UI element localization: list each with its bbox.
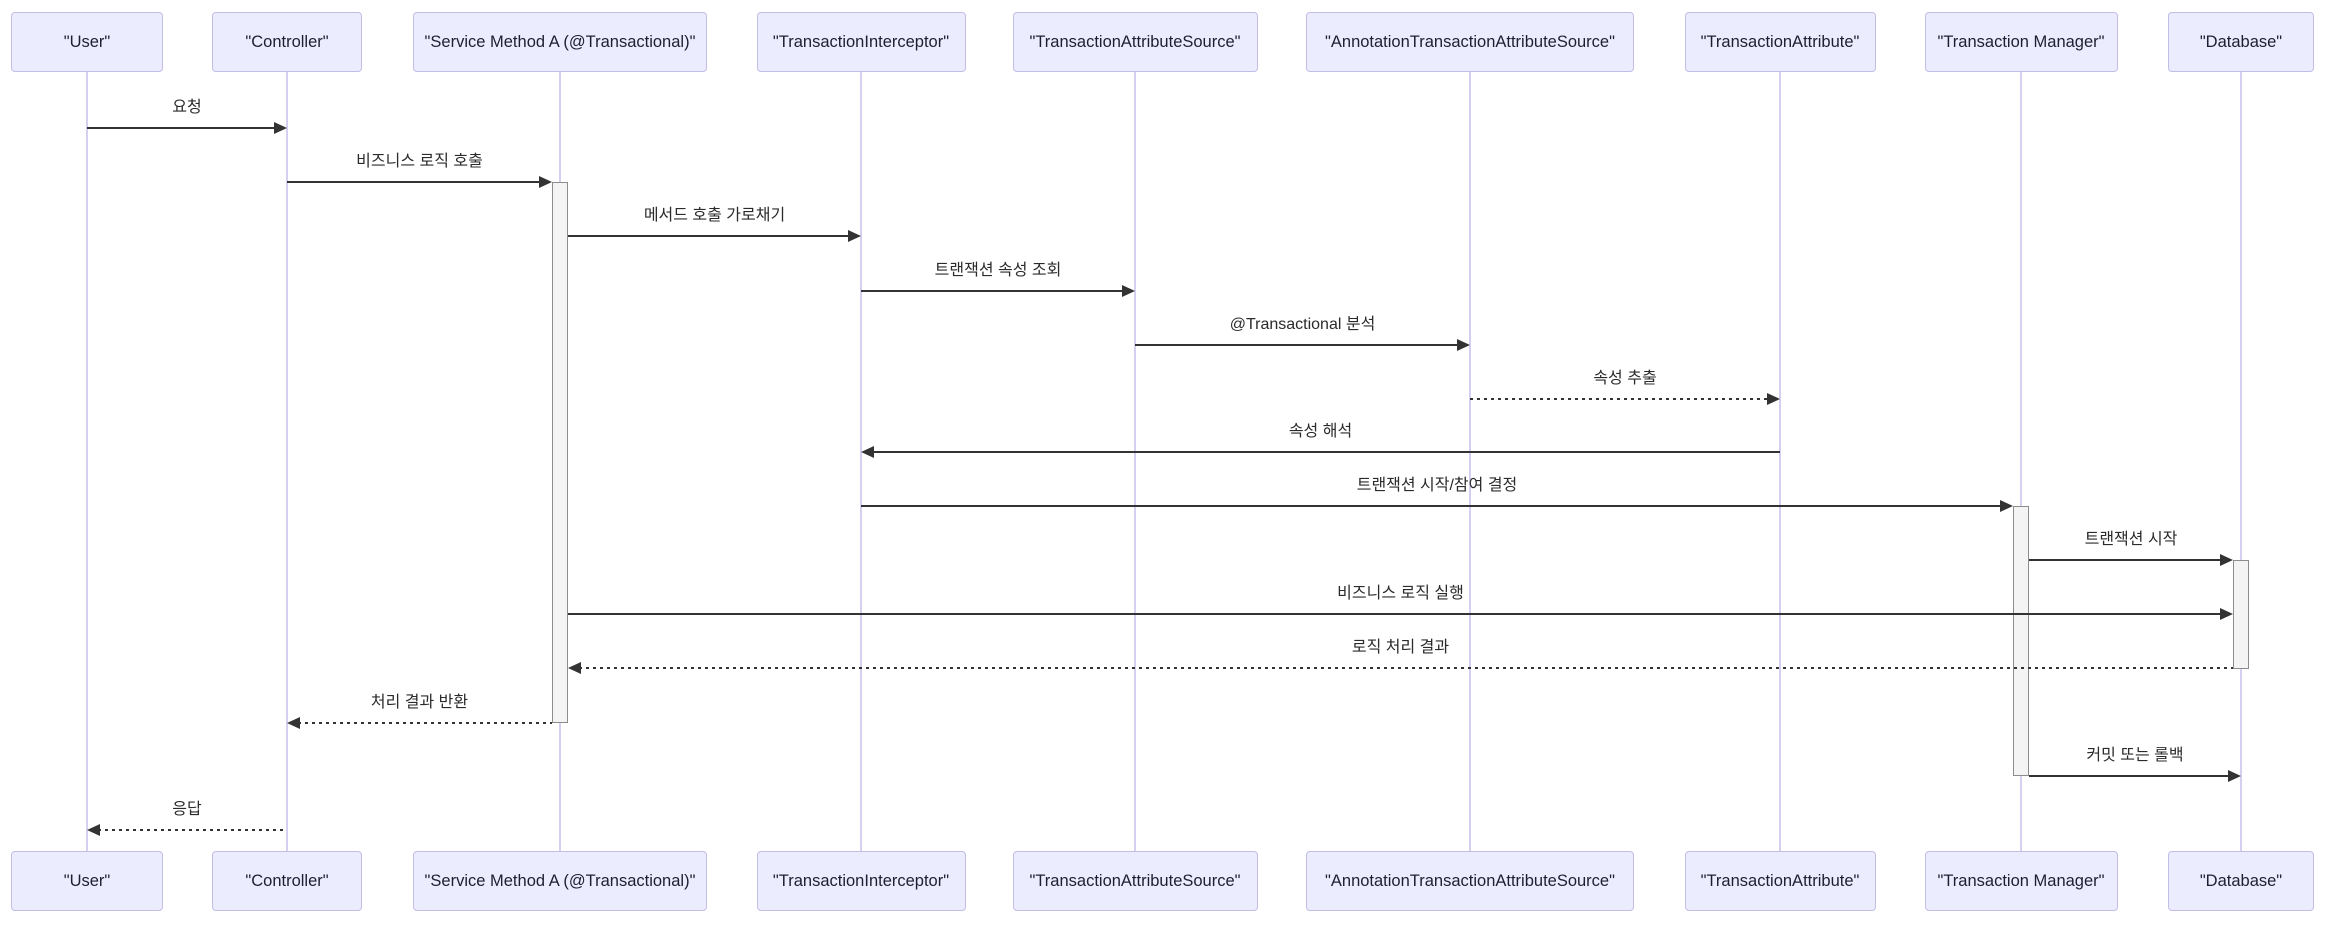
participant-label: "AnnotationTransactionAttributeSource" — [1325, 871, 1615, 890]
message-line-5 — [1470, 398, 1769, 400]
arrowhead-icon-9 — [2220, 608, 2233, 620]
participant-label: "TransactionAttributeSource" — [1029, 32, 1241, 51]
message-label-0: 요청 — [172, 99, 202, 116]
participant-label: "Controller" — [245, 32, 329, 51]
participant-label: "Database" — [2199, 871, 2283, 890]
arrowhead-icon-12 — [2228, 770, 2241, 782]
participant-label: "Service Method A (@Transactional)" — [424, 32, 696, 51]
message-line-0 — [87, 127, 276, 129]
arrowhead-icon-0 — [274, 122, 287, 134]
participant-bottom-atas: "AnnotationTransactionAttributeSource" — [1306, 851, 1634, 911]
participant-label: "TransactionInterceptor" — [772, 32, 950, 51]
activation-bar-1 — [2013, 506, 2029, 776]
arrowhead-icon-10 — [568, 662, 581, 674]
participant-label: "User" — [63, 32, 111, 51]
participant-top-user: "User" — [11, 12, 163, 72]
message-label-4: @Transactional 분석 — [1229, 316, 1376, 333]
message-line-2 — [568, 235, 850, 237]
lifeline-controller — [286, 72, 288, 851]
message-label-6: 속성 해석 — [1288, 423, 1353, 440]
participant-label: "Controller" — [245, 871, 329, 890]
participant-top-ta: "TransactionAttribute" — [1684, 12, 1876, 72]
participant-top-db: "Database" — [2168, 12, 2314, 72]
message-line-12 — [2029, 775, 2230, 777]
participant-label: "User" — [63, 871, 111, 890]
participant-top-controller: "Controller" — [212, 12, 362, 72]
lifeline-user — [86, 72, 88, 851]
participant-bottom-db: "Database" — [2168, 851, 2314, 911]
arrowhead-icon-1 — [539, 176, 552, 188]
message-label-9: 비즈니스 로직 실행 — [1337, 585, 1464, 602]
arrowhead-icon-2 — [848, 230, 861, 242]
message-label-1: 비즈니스 로직 호출 — [356, 153, 483, 170]
arrowhead-icon-11 — [287, 717, 300, 729]
message-label-11: 처리 결과 반환 — [370, 694, 469, 711]
participant-top-service: "Service Method A (@Transactional)" — [413, 12, 707, 72]
lifeline-ta — [1779, 72, 1781, 851]
message-line-10 — [579, 667, 2233, 669]
arrowhead-icon-3 — [1122, 285, 1135, 297]
message-line-7 — [861, 505, 2002, 507]
lifeline-tm — [2020, 72, 2022, 851]
participant-bottom-controller: "Controller" — [212, 851, 362, 911]
message-line-8 — [2029, 559, 2222, 561]
participant-label: "Database" — [2199, 32, 2283, 51]
participant-bottom-tm: "Transaction Manager" — [1924, 851, 2118, 911]
participant-bottom-interceptor: "TransactionInterceptor" — [756, 851, 966, 911]
participant-label: "AnnotationTransactionAttributeSource" — [1325, 32, 1615, 51]
arrowhead-icon-5 — [1767, 393, 1780, 405]
arrowhead-icon-7 — [2000, 500, 2013, 512]
participant-label: "TransactionAttribute" — [1700, 871, 1860, 890]
participant-bottom-service: "Service Method A (@Transactional)" — [413, 851, 707, 911]
message-label-12: 커밋 또는 롤백 — [2086, 747, 2184, 764]
message-label-10: 로직 처리 결과 — [1351, 639, 1450, 656]
arrowhead-icon-8 — [2220, 554, 2233, 566]
participant-label: "Transaction Manager" — [1937, 32, 2105, 51]
message-label-7: 트랜잭션 시작/참여 결정 — [1356, 477, 1518, 494]
participant-top-tm: "Transaction Manager" — [1924, 12, 2118, 72]
message-line-1 — [287, 181, 541, 183]
message-line-3 — [861, 290, 1124, 292]
message-label-2: 메서드 호출 가로채기 — [643, 207, 786, 224]
message-label-3: 트랜잭션 속성 조회 — [934, 262, 1062, 279]
message-label-13: 응답 — [172, 801, 202, 818]
participant-bottom-ta: "TransactionAttribute" — [1684, 851, 1876, 911]
participant-top-atas: "AnnotationTransactionAttributeSource" — [1306, 12, 1634, 72]
message-label-5: 속성 추출 — [1593, 370, 1657, 387]
arrowhead-icon-4 — [1457, 339, 1470, 351]
participant-label: "TransactionAttributeSource" — [1029, 871, 1241, 890]
participant-bottom-user: "User" — [11, 851, 163, 911]
participant-label: "Service Method A (@Transactional)" — [424, 871, 696, 890]
lifeline-interceptor — [860, 72, 862, 851]
message-line-6 — [872, 451, 1780, 453]
participant-label: "Transaction Manager" — [1937, 871, 2105, 890]
arrowhead-icon-6 — [861, 446, 874, 458]
participant-label: "TransactionInterceptor" — [772, 871, 950, 890]
participant-top-tas: "TransactionAttributeSource" — [1012, 12, 1258, 72]
message-label-8: 트랜잭션 시작 — [2084, 531, 2178, 548]
lifeline-atas — [1469, 72, 1471, 851]
message-line-11 — [298, 722, 552, 724]
activation-bar-0 — [552, 182, 568, 723]
lifeline-db — [2240, 72, 2242, 851]
participant-label: "TransactionAttribute" — [1700, 32, 1860, 51]
message-line-4 — [1135, 344, 1459, 346]
message-line-9 — [568, 613, 2222, 615]
message-line-13 — [98, 829, 287, 831]
activation-bar-2 — [2233, 560, 2249, 669]
participant-top-interceptor: "TransactionInterceptor" — [756, 12, 966, 72]
arrowhead-icon-13 — [87, 824, 100, 836]
participant-bottom-tas: "TransactionAttributeSource" — [1012, 851, 1258, 911]
lifeline-tas — [1134, 72, 1136, 851]
